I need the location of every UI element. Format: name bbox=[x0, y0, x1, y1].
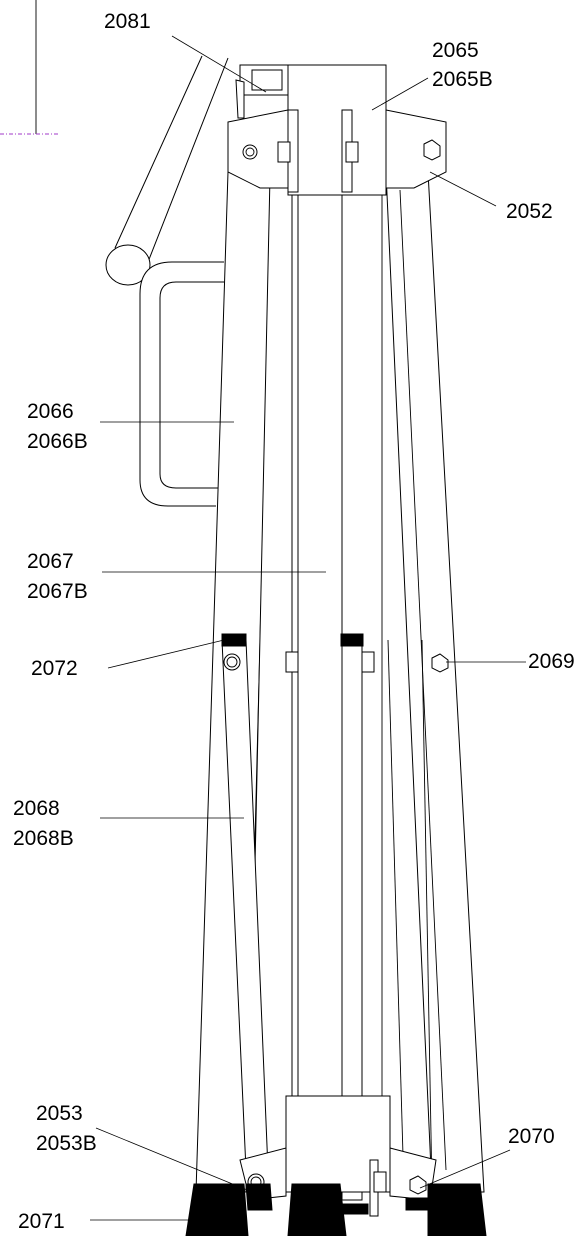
top-plate-2052 bbox=[227, 109, 447, 189]
label-2070: 2070 bbox=[508, 1125, 555, 1148]
leader-lines bbox=[90, 35, 526, 1221]
label-2081: 2081 bbox=[104, 10, 151, 33]
label-2053b: 2053B bbox=[36, 1132, 97, 1155]
top-bracket-2065 bbox=[287, 64, 387, 196]
label-2065b: 2065B bbox=[432, 68, 493, 91]
label-2066: 2066 bbox=[27, 400, 74, 423]
brace-arm-right bbox=[340, 633, 433, 1201]
grip-loop bbox=[139, 261, 224, 507]
label-2052: 2052 bbox=[506, 200, 553, 223]
bolt-2069 bbox=[431, 653, 449, 673]
reference-labels: 2081 2065 2065B 2052 2066 2066B 2067 206… bbox=[13, 10, 575, 1233]
middle-bolts bbox=[223, 651, 449, 673]
label-2053: 2053 bbox=[36, 1102, 83, 1125]
label-2067b: 2067B bbox=[27, 580, 88, 603]
right-outer-leg bbox=[385, 171, 485, 1193]
label-2066b: 2066B bbox=[27, 430, 88, 453]
label-2069: 2069 bbox=[528, 650, 575, 673]
label-2071: 2071 bbox=[18, 1210, 65, 1233]
label-2068: 2068 bbox=[13, 797, 60, 820]
carry-handle-2081 bbox=[105, 55, 291, 286]
feet-2071 bbox=[185, 1183, 487, 1236]
crop-mark bbox=[0, 0, 58, 135]
label-2067: 2067 bbox=[27, 550, 74, 573]
label-2065: 2065 bbox=[432, 39, 479, 62]
label-2068b: 2068B bbox=[13, 827, 74, 850]
bottom-bracket-2053 bbox=[239, 1095, 437, 1217]
label-2072: 2072 bbox=[31, 657, 78, 680]
